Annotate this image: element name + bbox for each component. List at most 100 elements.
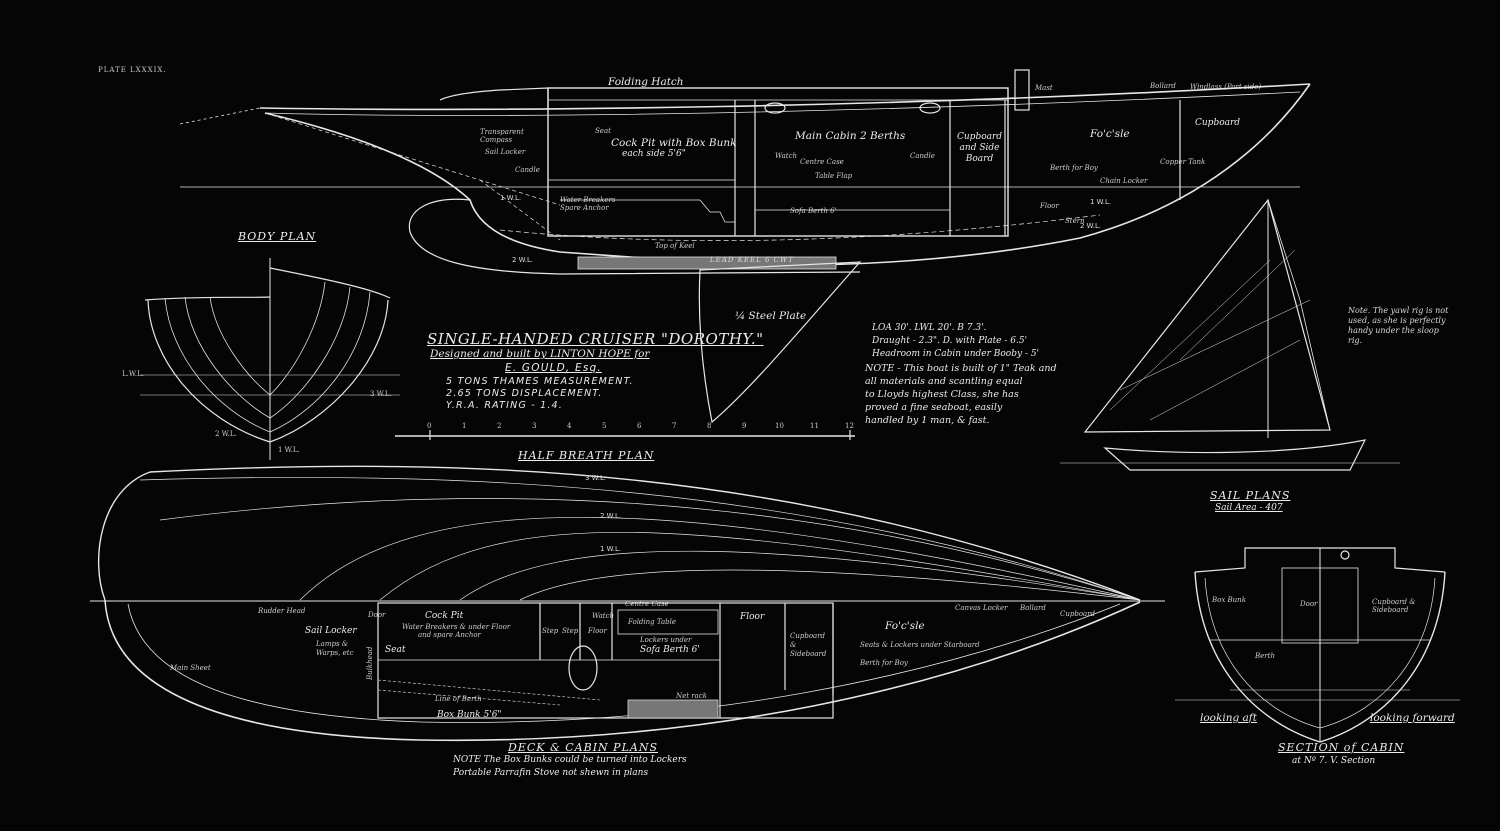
label-candle-2: Candle	[910, 152, 935, 160]
label-top-of-keel: Top of Keel	[655, 242, 695, 250]
spec-line-2: Draught - 2.3". D. with Plate - 6.5'	[872, 336, 1028, 346]
deck-label-floor-2: Floor	[740, 612, 765, 622]
section-label-box-bunk: Box Bunk	[1212, 596, 1246, 604]
label-sofa-berth: Sofa Berth 6'	[790, 207, 837, 215]
svg-text:1 W.L.: 1 W.L.	[500, 194, 521, 202]
scale-tick: 1	[462, 422, 467, 430]
displacement: 2.65 TONS DISPLACEMENT.	[446, 388, 603, 399]
scale-tick: 7	[672, 422, 677, 430]
deck-label-spare-anchor: and spare Anchor	[418, 631, 481, 639]
deck-label-seats-lockers: Seats & Lockers under Starboard	[860, 641, 980, 649]
svg-text:2 W.L.: 2 W.L.	[600, 512, 621, 520]
svg-text:3 W.L.: 3 W.L.	[585, 474, 606, 482]
label-mast: Mast	[1035, 84, 1053, 92]
deck-label-berth-for-boy: Berth for Boy	[860, 659, 908, 667]
svg-text:1 W.L.: 1 W.L.	[1090, 198, 1111, 206]
deck-label-cupboard-sideboard: Cupboard & Sideboard	[790, 632, 827, 658]
lead-keel	[577, 256, 837, 270]
deck-label-net-rack: Net rack	[676, 692, 707, 700]
scale-tick: 9	[742, 422, 747, 430]
label-focsle: Fo'c'sle	[1090, 128, 1130, 140]
section-label-cupboard: Cupboard & Sideboard	[1372, 598, 1416, 614]
deck-label-lockers-under: Lockers under	[640, 636, 692, 644]
deck-label-centre-case: Centre Case	[625, 600, 669, 608]
caption-looking-forward: looking forward	[1370, 712, 1455, 724]
deck-label-cupboard: Cupboard	[1060, 610, 1096, 618]
deck-label-bollard: Bollard	[1020, 604, 1046, 612]
deck-label-sail-locker: Sail Locker	[305, 626, 357, 636]
label-main-cabin: Main Cabin 2 Berths	[795, 130, 906, 142]
label-centre-case: Centre Case	[800, 158, 844, 166]
deck-label-rudder-head: Rudder Head	[258, 607, 306, 615]
label-steel-plate: ¼ Steel Plate	[735, 310, 807, 322]
svg-text:2 W.L.: 2 W.L.	[1080, 222, 1101, 230]
station-marks: 1 W.L. 2 W.L. 2 W.L. 1 W.L. 3 W.L. 2 W.L…	[500, 194, 1111, 553]
label-stern: Stern	[1065, 217, 1085, 225]
waterline-label: 2 W.L.	[215, 430, 237, 438]
keel-outline	[408, 198, 861, 275]
sail-hull	[1103, 439, 1367, 471]
scale-tick: 11	[810, 422, 819, 430]
cabin-outline	[547, 87, 1009, 237]
title: SINGLE-HANDED CRUISER "DOROTHY."	[427, 330, 764, 348]
label-watch: Watch	[775, 152, 798, 160]
label-cupboard-sideboard: Cupboard and Side Board	[957, 132, 1003, 164]
scale-tick: 6	[637, 422, 642, 430]
scale-bar	[395, 430, 855, 440]
sail-area: Sail Area - 407	[1215, 503, 1283, 513]
deck-label-canvas-locker: Canvas Locker	[955, 604, 1008, 612]
measurement: 5 TONS THAMES MEASUREMENT.	[446, 376, 634, 387]
coaming	[439, 87, 549, 110]
heading-body-plan: BODY PLAN	[238, 230, 317, 243]
sheer-line	[259, 83, 1311, 111]
profile-plan	[179, 69, 1311, 424]
scale-tick: 4	[567, 422, 572, 430]
deck-note-2: Portable Parrafin Stove not shewn in pla…	[453, 768, 649, 778]
deck-label-focsle: Fo'c'sle	[885, 620, 925, 632]
svg-text:1 W.L.: 1 W.L.	[600, 545, 621, 553]
heading-half-breath-plan: HALF BREATH PLAN	[518, 449, 655, 462]
deck-label-seat: Seat	[385, 645, 406, 655]
steel-plate	[698, 261, 862, 424]
section-sub: at Nº 7. V. Section	[1292, 756, 1376, 766]
heading-sail-plans: SAIL PLANS	[1210, 489, 1291, 502]
deck-note-1: NOTE The Box Bunks could be turned into …	[453, 755, 687, 765]
label-cockpit: Cock Pit with Box Bunk	[611, 137, 737, 149]
deck-label-box-bunk: Box Bunk 5'6"	[437, 710, 502, 720]
scale-tick: 10	[775, 422, 784, 430]
deck-label-main-sheet: Main Sheet	[170, 664, 211, 672]
deck-label-door: Door	[368, 611, 386, 619]
deck-label-sofa-berth: Sofa Berth 6'	[640, 645, 700, 655]
label-table-flap: Table Flap	[815, 172, 853, 180]
heading-deck-cabin-plans: DECK & CABIN PLANS	[508, 741, 658, 754]
sail-outline	[1083, 198, 1331, 433]
deck-label-water-breakers: Water Breakers & under Floor	[402, 623, 511, 631]
label-lead-keel: LEAD KEEL 6 CWT	[710, 256, 794, 264]
half-breadth-plan	[90, 465, 1165, 742]
deck-label-cockpit: Cock Pit	[425, 611, 464, 621]
waterline-label: 3 W.L.	[370, 390, 392, 398]
deck-label-step-2: Step	[562, 627, 579, 635]
label-sail-locker: Sail Locker	[485, 148, 526, 156]
caption-looking-aft: looking aft	[1200, 712, 1257, 724]
deck-label-lamps-warps: Lamps & Warps, etc	[316, 640, 354, 657]
label-candle: Candle	[515, 166, 540, 174]
sail-plan	[1060, 198, 1400, 471]
deck-label-floor: Floor	[588, 627, 607, 635]
waterline-label: 1 W.L.	[278, 446, 300, 454]
label-cockpit-sub: each side 5'6"	[622, 149, 686, 159]
sail-note: Note. The yawl rig is not used, as she i…	[1348, 306, 1449, 345]
deck-label-bulkhead: Bulkhead	[366, 646, 374, 680]
label-berth-for-boy: Berth for Boy	[1050, 164, 1098, 172]
plate-label: PLATE LXXXIX.	[98, 66, 167, 74]
label-chain-locker: Chain Locker	[1100, 177, 1148, 185]
scale-tick: 3	[532, 422, 537, 430]
section-label-door: Door	[1300, 600, 1318, 608]
label-cupboard: Cupboard	[1195, 118, 1241, 128]
scale-tick: 5	[602, 422, 607, 430]
spec-note: NOTE - This boat is built of 1" Teak and…	[865, 363, 1057, 426]
svg-text:2 W.L.: 2 W.L.	[512, 256, 533, 264]
label-bollard: Bollard	[1150, 82, 1176, 90]
